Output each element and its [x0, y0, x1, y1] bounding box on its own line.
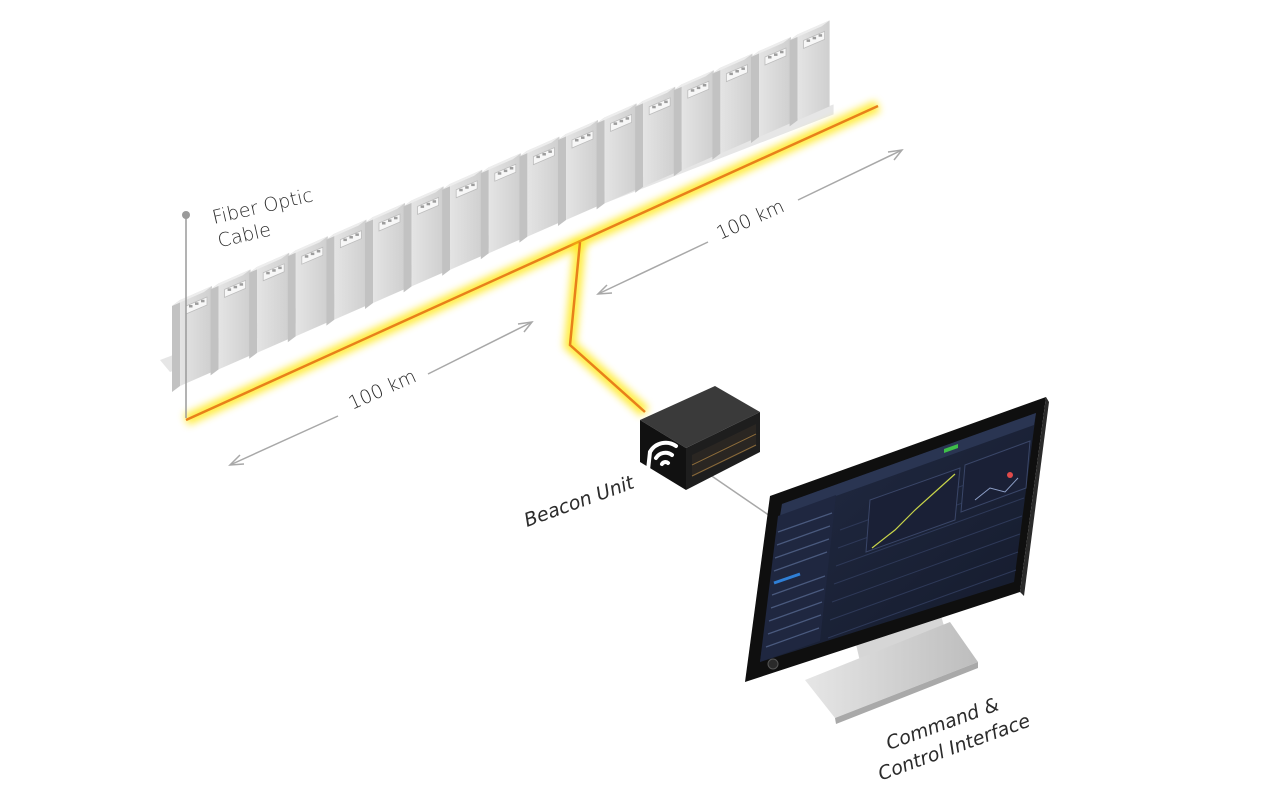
server-cabinet: [789, 20, 830, 127]
server-cabinet: [596, 103, 637, 210]
fiber-label-pointer: [182, 211, 190, 418]
server-cabinet: [558, 120, 598, 226]
server-cabinet: [712, 53, 753, 160]
server-cabinet: [172, 286, 212, 392]
server-cabinet: [442, 169, 483, 276]
server-cabinet: [210, 269, 251, 376]
distance-label-left: 100 km: [345, 365, 420, 414]
beacon-label: Beacon Unit: [521, 471, 638, 532]
distance-arrow-left: [228, 320, 534, 466]
fiber-label: Fiber Optic Cable: [210, 184, 315, 252]
cabinet-row: [160, 20, 834, 392]
server-cabinet: [751, 37, 791, 143]
power-icon: [767, 658, 779, 670]
server-cabinet: [249, 252, 290, 359]
wifi-arc-icon: [646, 440, 678, 472]
server-cabinet: [403, 186, 444, 293]
distance-arrow-right: [596, 148, 904, 295]
server-cabinet: [480, 153, 521, 260]
beacon-unit: [640, 386, 760, 490]
server-cabinet: [365, 203, 405, 309]
server-cabinet: [519, 136, 560, 243]
distance-label-right: 100 km: [713, 195, 788, 244]
server-cabinet: [287, 236, 328, 343]
server-cabinet: [326, 219, 367, 326]
server-cabinet: [635, 86, 676, 193]
fiber-optic-cable: [183, 100, 881, 426]
server-cabinet: [673, 70, 714, 177]
command-monitor: [745, 397, 1049, 724]
monitor-stand-base: [805, 622, 978, 718]
branch-cable: [563, 241, 649, 417]
